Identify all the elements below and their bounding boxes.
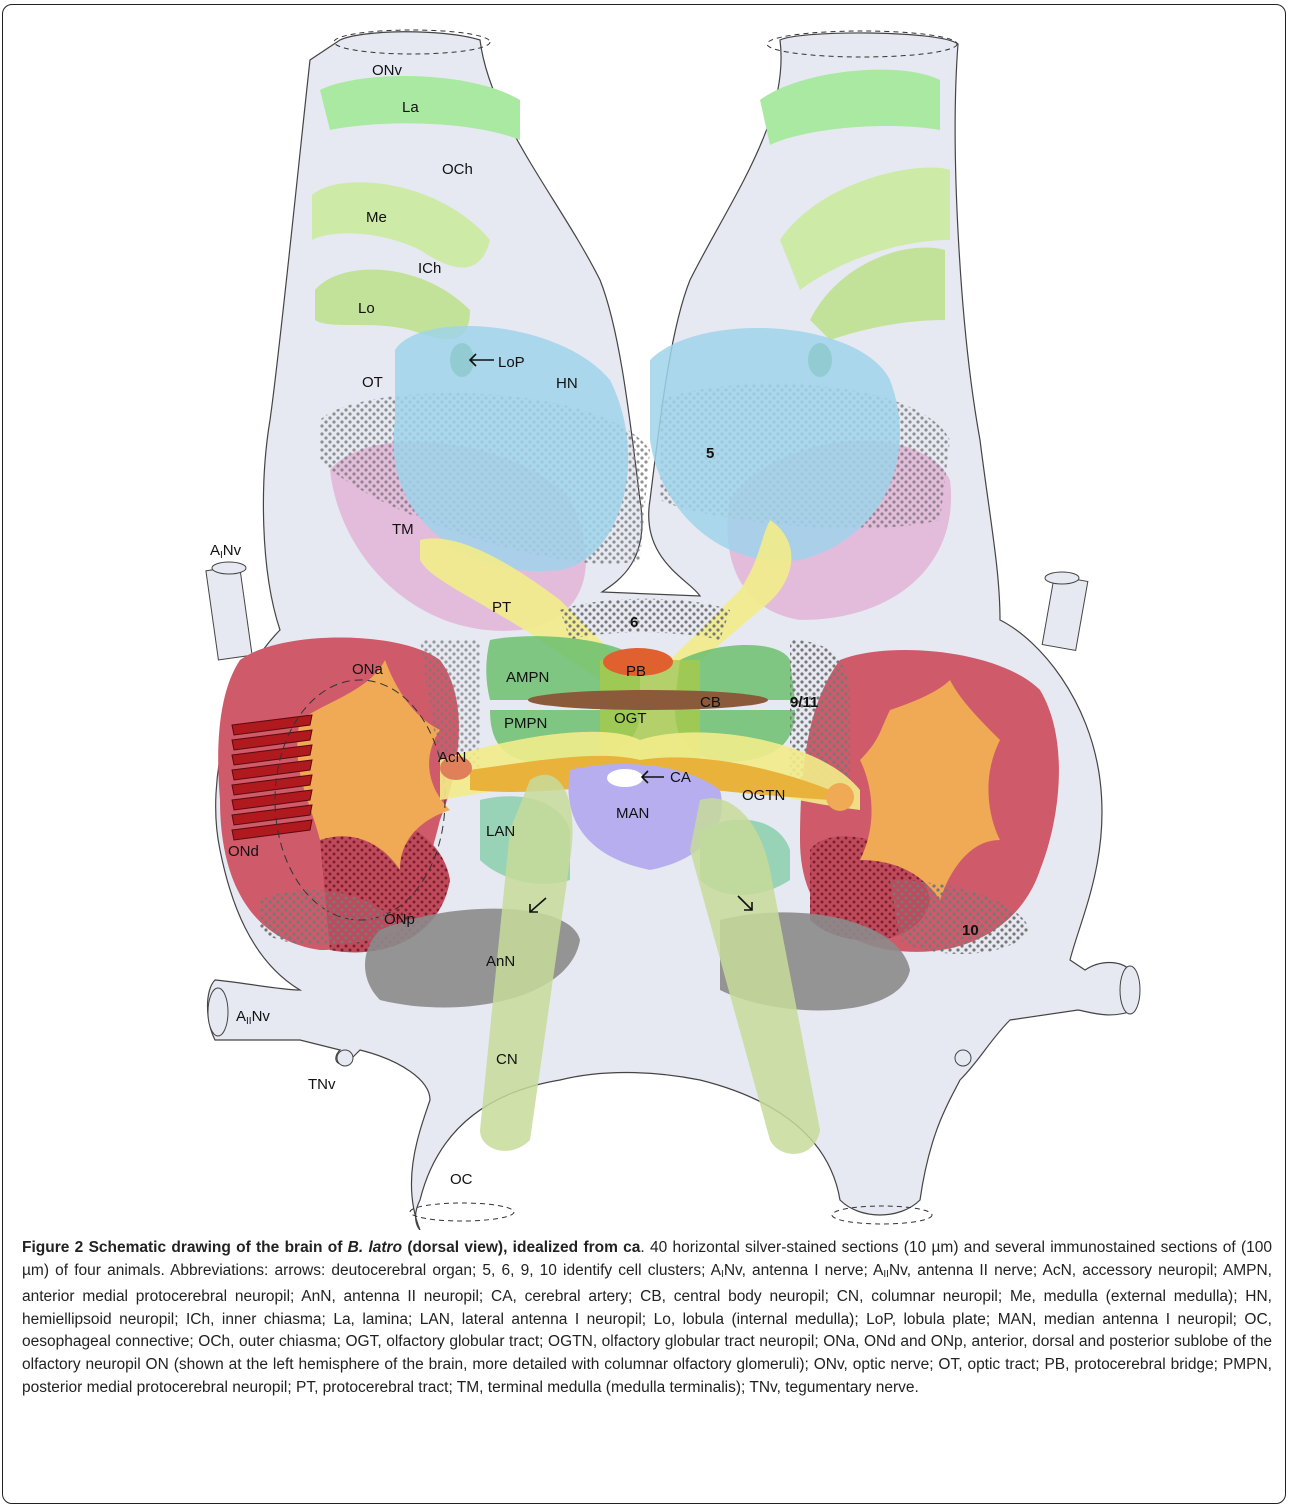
label-cn: CN (496, 1051, 518, 1068)
label-ond: ONd (228, 843, 259, 860)
tegumentary-nerve-left (337, 1050, 353, 1066)
label-cb: CB (700, 694, 721, 711)
label-lop: LoP (498, 354, 525, 371)
label-a2nv: AIINv (236, 1008, 270, 1027)
label-pmpn: PMPN (504, 715, 547, 732)
label-ann: AnN (486, 953, 515, 970)
antenna1-nerve-right (1042, 576, 1088, 651)
label-ot: OT (362, 374, 383, 391)
antenna2-nerve-right-end (1120, 966, 1140, 1014)
label-ca: CA (670, 769, 691, 786)
label-ogtn: OGTN (742, 787, 785, 804)
label-onp: ONp (384, 911, 415, 928)
label-onv-axis: AINv (210, 542, 242, 561)
label-lo: Lo (358, 300, 375, 317)
brain-schematic: ONv La OCh Me ICh Lo LoP HN OT TM PT AIN… (0, 0, 1290, 1230)
label-cluster-10: 10 (962, 922, 979, 939)
caption-body: . 40 horizontal silver-stained sections … (22, 1239, 1272, 1396)
label-tm: TM (392, 521, 414, 538)
label-pt: PT (492, 599, 511, 616)
label-pb: PB (626, 663, 646, 680)
label-cluster-5: 5 (706, 445, 714, 462)
caption-title: Figure 2 Schematic drawing of the brain … (22, 1239, 640, 1256)
central-body (528, 690, 768, 710)
label-cluster-9-11: 9/11 (790, 694, 818, 711)
label-acn: AcN (438, 749, 466, 766)
antenna1-nerve-left (206, 566, 252, 660)
label-man: MAN (616, 805, 649, 822)
tegumentary-nerve-right (955, 1050, 971, 1066)
figure-caption: Figure 2 Schematic drawing of the brain … (22, 1237, 1272, 1399)
antenna2-nerve-left-end (208, 988, 228, 1036)
cerebral-artery (607, 769, 643, 787)
label-hn: HN (556, 375, 578, 392)
label-ona: ONa (352, 661, 384, 678)
ogtn-right (826, 783, 854, 811)
label-och: OCh (442, 161, 473, 178)
label-ich: ICh (418, 260, 441, 277)
label-ogt: OGT (614, 710, 647, 727)
label-la: La (402, 99, 419, 116)
label-cluster-6: 6 (630, 614, 638, 631)
label-me: Me (366, 209, 387, 226)
label-lan: LAN (486, 823, 515, 840)
label-oc: OC (450, 1171, 473, 1188)
label-ampn: AMPN (506, 669, 549, 686)
oc-left-end (410, 1203, 514, 1221)
label-onv: ONv (372, 62, 403, 79)
label-tnv: TNv (308, 1076, 336, 1093)
